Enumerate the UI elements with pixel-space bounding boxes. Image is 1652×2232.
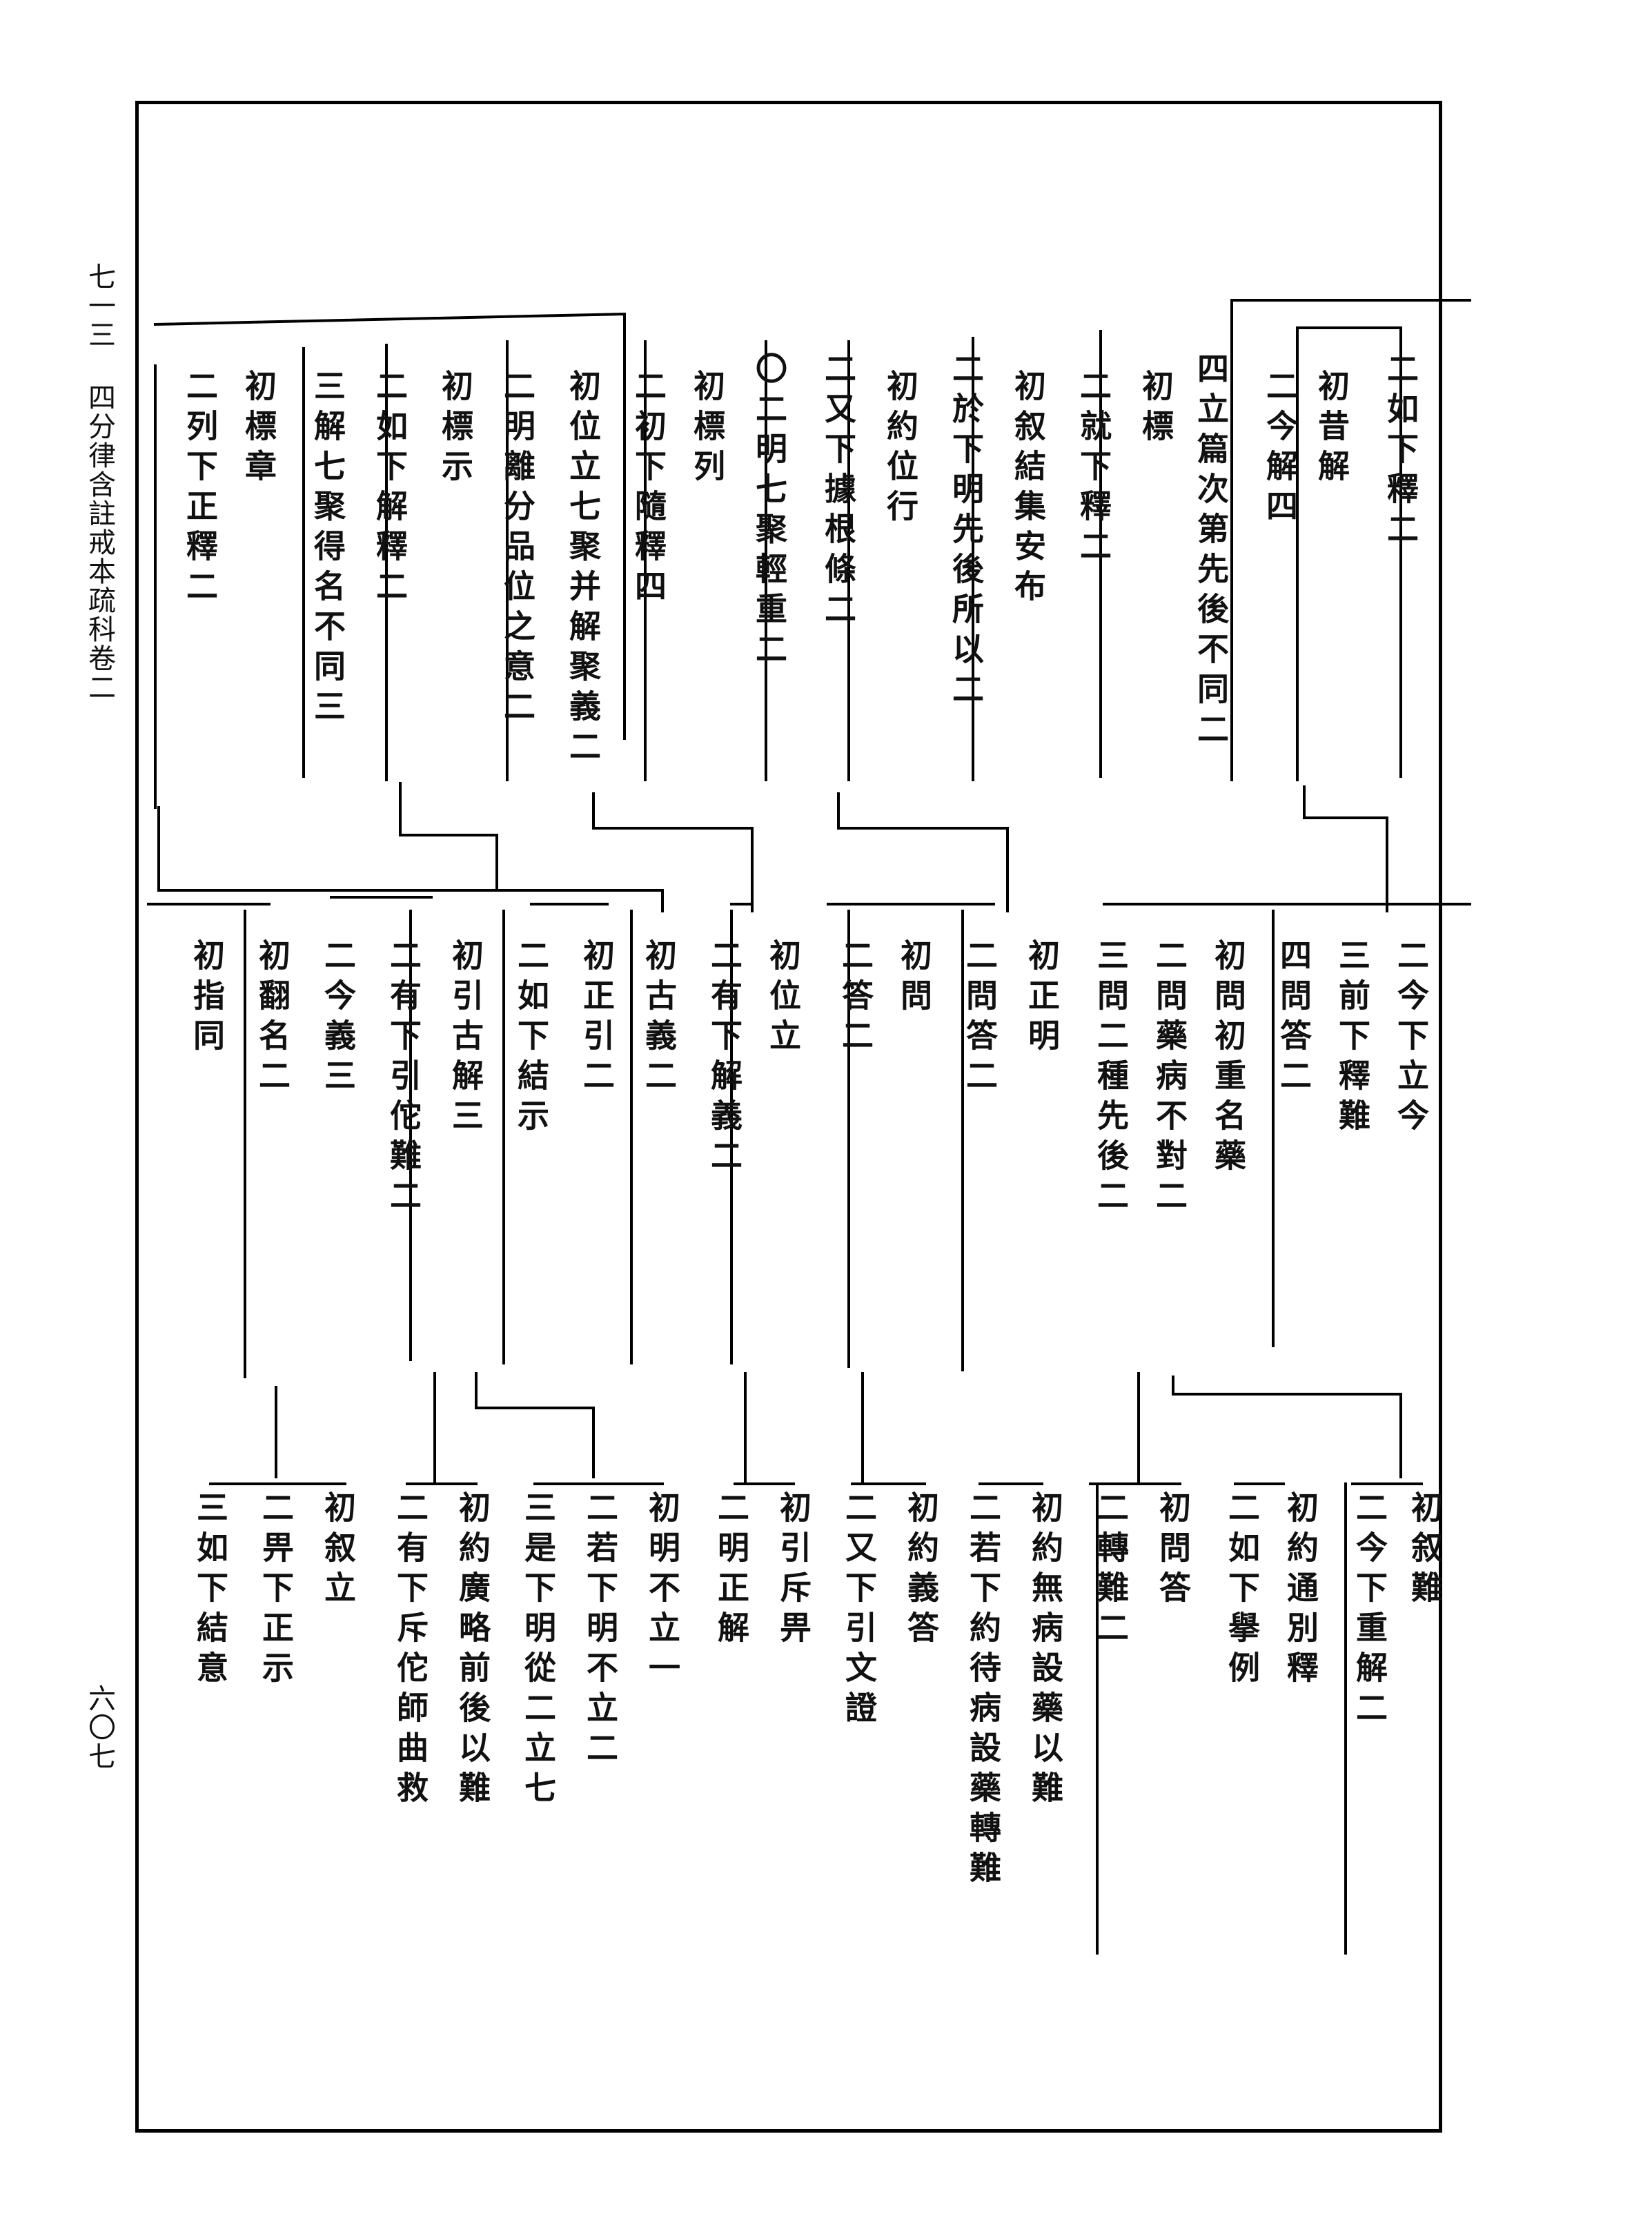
outline-label-t11: 〇二明七聚輕重二: [751, 352, 788, 672]
outline-label-t4: 四立篇次第先後不同二: [1192, 352, 1230, 752]
outline-label-m20: 初指同: [188, 939, 226, 1059]
outline-label-b16: 初約廣略前後以難: [454, 1491, 491, 1811]
outline-label-t6: 二就下釋二: [1075, 369, 1112, 569]
outline-label-b20: 三如下結意: [192, 1491, 229, 1691]
outline-label-t18: 三解七聚得名不同三: [309, 369, 346, 730]
outline-label-t15: 二明離分品位之意二: [499, 369, 536, 730]
outline-label-m12: 二有下解義二: [706, 939, 743, 1179]
outline-label-b4: 二如下擧例: [1223, 1491, 1261, 1691]
outline-label-t10: 二又下據根條二: [820, 352, 857, 632]
outline-label-b9: 初約義答: [903, 1491, 940, 1651]
outline-label-b14: 二若下明不立二: [582, 1491, 619, 1771]
outline-label-b10: 二又下引文證: [840, 1491, 878, 1731]
outline-label-m18: 二今義三: [319, 939, 357, 1099]
outline-label-m4: 初問初重名藥: [1210, 939, 1247, 1179]
outline-label-b19: 二畀下正示: [257, 1491, 295, 1691]
outline-label-m11: 初位立: [765, 939, 802, 1059]
outline-label-m8: 二問答二: [961, 939, 999, 1099]
outline-label-t7: 初叙結集安布: [1010, 369, 1047, 609]
outline-label-b5: 初問答: [1154, 1491, 1192, 1611]
outline-label-b13: 初明不立一: [644, 1491, 681, 1691]
outline-label-t3: 二今解四: [1261, 369, 1299, 529]
outline-label-m7: 初正明: [1023, 939, 1061, 1059]
outline-label-m9: 初問: [896, 939, 933, 1019]
outline-label-b8: 二若下約待病設藥轉難: [965, 1491, 1002, 1891]
outline-label-m3: 四問答二: [1275, 939, 1312, 1099]
outline-label-m5: 二問藥病不對二: [1151, 939, 1188, 1219]
outline-label-t2: 初昔解: [1313, 369, 1350, 489]
outline-label-m16: 初引古解三: [447, 939, 484, 1139]
outline-label-m17: 二有下引佗難二: [385, 939, 422, 1219]
outline-label-b2: 二今下重解二: [1351, 1491, 1388, 1731]
outline-label-t19: 初標章: [240, 369, 277, 489]
outline-label-b18: 初叙立: [319, 1491, 357, 1611]
outline-label-b7: 初約無病設藥以難: [1027, 1491, 1064, 1811]
outline-label-b11: 初引斥畀: [775, 1491, 812, 1651]
outline-label-t1: 二如下釋二: [1382, 352, 1419, 552]
outline-label-t17: 二如下解釋二: [371, 369, 409, 609]
margin-book-title: 四分律含註戒本疏科卷二: [83, 383, 115, 702]
outline-label-m19: 初翻名二: [254, 939, 291, 1099]
outline-label-m15: 二如下結示: [513, 939, 550, 1139]
outline-label-t14: 初位立七聚并解聚義二: [564, 369, 602, 770]
outline-label-m10: 二答二: [837, 939, 874, 1059]
outline-label-b17: 二有下斥佗師曲救: [392, 1491, 429, 1811]
outline-label-b3: 初約通別釋: [1282, 1491, 1319, 1691]
outline-label-t13: 二初下隨釋四: [630, 369, 667, 609]
outline-label-m13: 初古義二: [640, 939, 678, 1099]
outline-label-t8: 二於下明先後所以二: [947, 352, 985, 712]
margin-page-number: 六〇七: [83, 1684, 115, 1771]
outline-label-t9: 初約位行: [882, 369, 919, 529]
outline-label-t20: 二列下正釋二: [181, 369, 219, 609]
outline-label-t16: 初標示: [437, 369, 474, 489]
outline-label-b6: 二轉難二: [1092, 1491, 1130, 1651]
outline-label-b12: 二明正解: [713, 1491, 750, 1651]
outline-label-m1: 二今下立今: [1393, 939, 1430, 1139]
outline-label-b15: 三是下明從二立七: [520, 1491, 557, 1811]
outline-label-m14: 初正引二: [578, 939, 616, 1099]
margin-page-code: 七一三: [83, 262, 115, 349]
outline-label-b1: 初叙難: [1406, 1491, 1444, 1611]
outline-label-m2: 三前下釋難: [1334, 939, 1371, 1139]
outline-label-t12: 初標列: [689, 369, 726, 489]
outline-label-m6: 三問二種先後二: [1092, 939, 1130, 1219]
page-frame: [135, 101, 1442, 2133]
outline-label-t5: 初標: [1137, 369, 1174, 449]
